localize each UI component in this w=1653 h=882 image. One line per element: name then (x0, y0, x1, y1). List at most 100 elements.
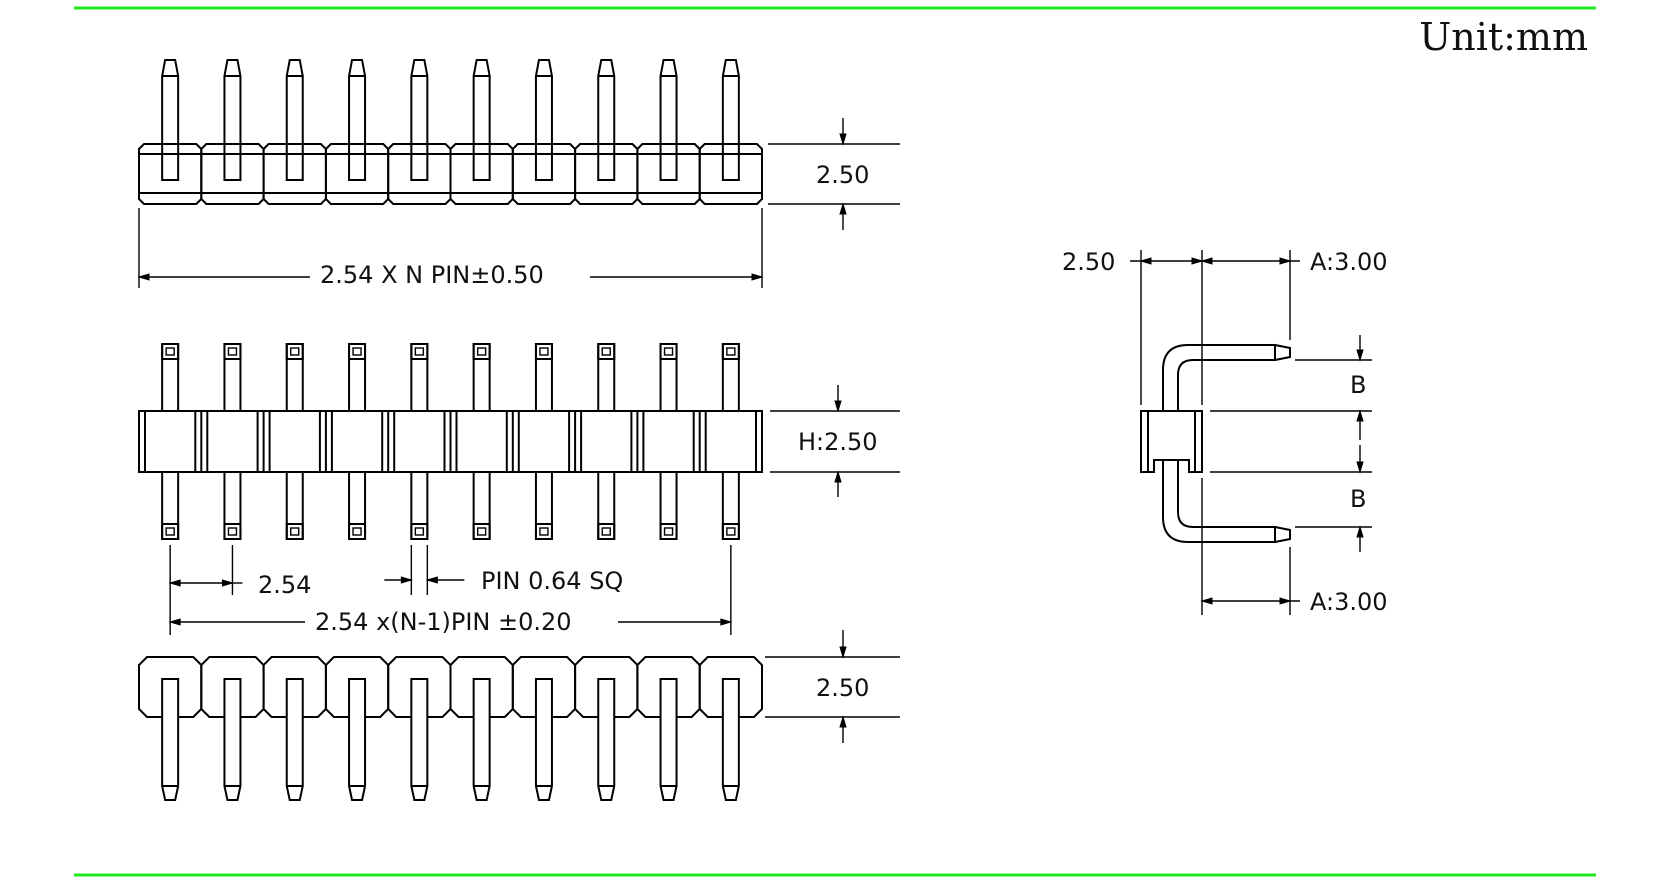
arrowhead (751, 273, 764, 281)
arrowhead (839, 133, 847, 146)
housing-cell (698, 656, 763, 718)
upper-pin-tip (1274, 343, 1291, 362)
housing-cell (455, 411, 514, 472)
housing-outline (698, 656, 763, 718)
pin (161, 59, 180, 181)
pin-tip (721, 343, 740, 360)
pin-tip-face (414, 347, 425, 356)
pin-upper (472, 343, 491, 412)
pin-tip (534, 523, 553, 540)
bottom-height-dim: 2.50 (816, 674, 869, 702)
top-height-dim: 2.50 (816, 161, 869, 189)
pin-upper (534, 343, 553, 412)
side-view (1130, 250, 1372, 615)
housing-cell (636, 143, 701, 205)
pin-lower (161, 471, 180, 540)
pin-outline (472, 59, 491, 181)
pin-tip-face (539, 347, 549, 356)
side-b-top-label: B (1350, 371, 1366, 399)
pin-outline (348, 59, 367, 181)
side-body-dim: 2.50 (1062, 248, 1115, 276)
pin (472, 343, 491, 540)
housing-outline (511, 656, 577, 718)
pin-tip-face (227, 347, 238, 356)
pin-lower (659, 471, 678, 540)
housing-cell (704, 411, 757, 472)
arrowhead (168, 579, 181, 587)
pin-root (721, 678, 740, 717)
housing-cell (330, 411, 390, 472)
housing-cell (574, 656, 639, 718)
pin-outline (223, 717, 242, 801)
pin-outline (410, 59, 429, 181)
housing-outline (138, 410, 763, 473)
pin-outline (597, 717, 616, 801)
pin-tip-face (601, 347, 611, 356)
unit-label: Unit:mm (1419, 15, 1588, 59)
arrowhead (1139, 257, 1152, 265)
pin-root (223, 678, 242, 717)
housing-cell (698, 143, 763, 205)
pin (659, 343, 678, 540)
side-a-top-dim: A:3.00 (1310, 248, 1388, 276)
pin (223, 343, 242, 540)
top-view (137, 59, 900, 288)
arrowhead (1200, 597, 1213, 605)
pin-lower (348, 471, 367, 540)
pin (659, 59, 678, 181)
front-view (138, 343, 900, 635)
pin (223, 59, 242, 181)
pin (410, 343, 429, 540)
housing-cell (580, 411, 639, 472)
arrowhead (1356, 525, 1364, 538)
pin-lower (721, 471, 740, 540)
front-pin-dim: PIN 0.64 SQ (481, 567, 623, 595)
pin-tip (348, 523, 367, 540)
pin (161, 678, 180, 801)
pin-upper (721, 343, 740, 412)
pin-outline (161, 717, 180, 801)
pin-outline (597, 59, 616, 181)
housing-outline (262, 656, 327, 718)
arrowhead (720, 618, 733, 626)
housing-outline (574, 656, 639, 718)
pin-tip-face (726, 347, 736, 356)
lower-pin-inner (1177, 460, 1275, 528)
pin (285, 678, 304, 801)
pin-upper (659, 343, 678, 412)
housing-cell (144, 411, 203, 472)
pin (472, 678, 491, 801)
pin-tip (472, 343, 491, 360)
side-housing (1140, 410, 1203, 473)
pin-root (348, 678, 367, 717)
lower-pin-tip (1274, 525, 1291, 544)
pin-tip-face (476, 527, 487, 536)
front-height-dim: H:2.50 (798, 428, 878, 456)
pin-root (285, 678, 304, 717)
arrowhead (1279, 597, 1292, 605)
pin-tip-face (539, 527, 549, 536)
upper-pin-outer (1162, 344, 1275, 411)
top-length-dim: 2.54 X N PIN±0.50 (320, 261, 544, 289)
pin-upper (285, 343, 304, 412)
pin-tip (659, 343, 678, 360)
pin (534, 343, 553, 540)
pin (597, 678, 616, 801)
pin-tip (348, 343, 367, 360)
pin (348, 678, 367, 801)
housing-cell (387, 143, 452, 205)
pin-tip-face (352, 347, 362, 356)
arrowhead (1200, 257, 1213, 265)
upper-pin-inner (1177, 359, 1275, 411)
pin-root (161, 678, 180, 717)
pin-outline (721, 717, 740, 801)
arrowhead (839, 715, 847, 728)
side-b-bottom-label: B (1350, 485, 1366, 513)
arrowhead (221, 579, 235, 587)
pin (410, 678, 429, 801)
housing-cell (138, 656, 203, 718)
housing-outline (449, 656, 514, 718)
arrowhead (425, 576, 438, 584)
pin-root (410, 678, 429, 717)
